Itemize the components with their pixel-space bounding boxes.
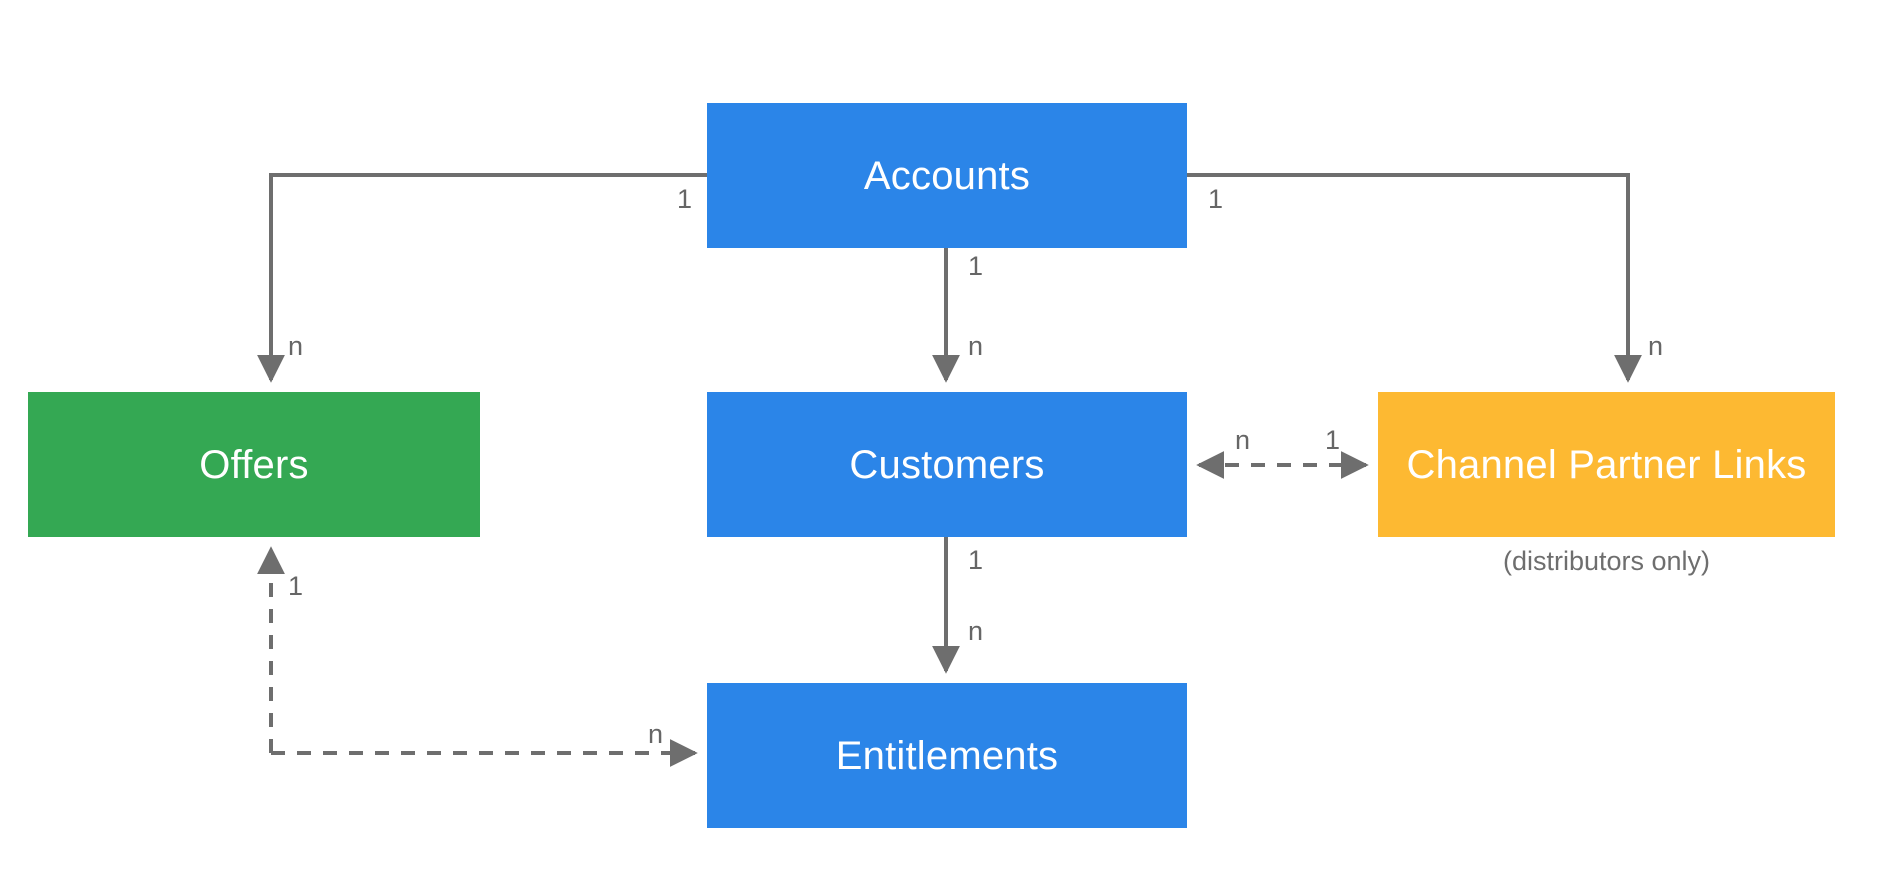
edge-label-customers-channel-partner-links-target: 1 — [1325, 425, 1341, 455]
node-offers[interactable]: Offers — [28, 392, 480, 537]
node-channel-partner-links-label: Channel Partner Links — [1406, 442, 1807, 487]
node-offers-label: Offers — [199, 442, 309, 487]
edge-label-offers-entitlements-target: n — [648, 719, 664, 749]
node-customers-label: Customers — [849, 442, 1045, 487]
node-accounts-label: Accounts — [863, 153, 1031, 198]
edge-label-accounts-offers-source: 1 — [677, 184, 693, 214]
edge-accounts-to-channel-partner-links — [1187, 173, 1642, 383]
caption-distributors-only: (distributors only) — [1502, 546, 1711, 576]
node-customers[interactable]: Customers — [707, 392, 1187, 537]
node-accounts[interactable]: Accounts — [707, 103, 1187, 248]
edge-accounts-to-offers — [257, 173, 707, 383]
edge-label-accounts-customers-source: 1 — [968, 251, 984, 281]
edge-label-accounts-customers-target: n — [968, 331, 984, 361]
edge-label-customers-channel-partner-links-source: n — [1235, 425, 1251, 455]
edge-label-customers-entitlements-target: n — [968, 616, 984, 646]
edge-label-accounts-channel-partner-links-target: n — [1648, 331, 1664, 361]
node-channel-partner-links[interactable]: Channel Partner Links — [1378, 392, 1835, 537]
edge-label-offers-entitlements-source: 1 — [288, 571, 304, 601]
edge-label-accounts-channel-partner-links-source: 1 — [1208, 184, 1224, 214]
node-entitlements[interactable]: Entitlements — [707, 683, 1187, 828]
edge-label-accounts-offers-target: n — [288, 331, 304, 361]
node-entitlements-label: Entitlements — [835, 733, 1059, 778]
edge-label-customers-entitlements-source: 1 — [968, 545, 984, 575]
